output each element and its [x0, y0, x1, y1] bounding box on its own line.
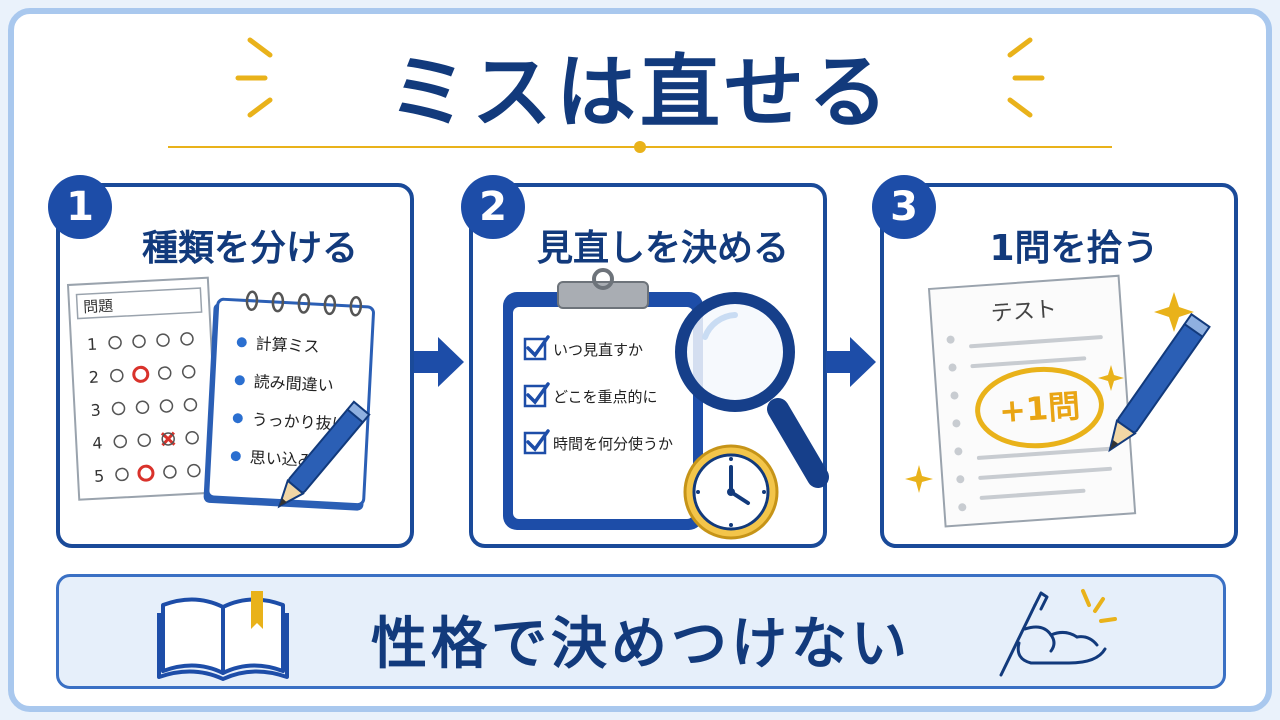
ray-left-1 [247, 37, 273, 58]
title-decoration [168, 37, 1112, 153]
bottom-message: 性格で決めつけない [371, 612, 911, 677]
svg-text:うっかり抜け: うっかり抜け [251, 410, 348, 434]
step-badge-2: 2 [461, 175, 525, 239]
step-title-1: 種類を分ける [141, 228, 358, 269]
mistake-circle-1 [132, 365, 150, 383]
svg-text:4: 4 [92, 433, 103, 453]
score-label: +1問 [998, 387, 1082, 431]
ray-right-3 [1007, 97, 1033, 118]
step-title-2: 見直しを決める [536, 228, 789, 269]
step-card-1: 1 種類を分ける 問題 1 2 3 4 [48, 175, 414, 548]
arrow-icon-2 [826, 337, 876, 387]
step-title-3: 1問を拾う [989, 228, 1159, 269]
svg-text:計算ミス: 計算ミス [255, 334, 320, 356]
sparkle-icons [905, 292, 1194, 493]
clipboard-icon [503, 268, 703, 530]
ray-left-3 [247, 97, 273, 118]
step-2-illustration: いつ見直すか どこを重点的に 時間を何分使うか [503, 268, 829, 540]
notebook: 計算ミス 読み間違い うっかり抜け 思い込み [203, 290, 375, 511]
page-title: ミスは直せる [388, 46, 892, 139]
step-card-3: 3 1問を拾う テスト +1問 [872, 175, 1238, 548]
svg-text:5: 5 [94, 466, 105, 486]
title-underline-dot [634, 141, 646, 153]
test-paper: テスト +1問 [927, 274, 1137, 528]
checklist-item-1: いつ見直すか [553, 341, 643, 359]
checklist-item-2: どこを重点的に [553, 388, 658, 406]
step-3-illustration: テスト +1問 [905, 274, 1211, 528]
mistake-circle-2 [137, 464, 155, 482]
svg-text:3: 3 [90, 400, 101, 420]
sparkle-icon-3 [905, 465, 933, 493]
pencil-icon-2 [1108, 312, 1211, 453]
step-badge-1: 1 [48, 175, 112, 239]
row-numbers: 1 2 3 4 5 [87, 335, 105, 486]
bottom-banner: 性格で決めつけない [56, 574, 1226, 689]
step-1-illustration: 問題 1 2 3 4 5 [66, 276, 375, 511]
arrow-icon-1 [414, 337, 464, 387]
checklist-item-3: 時間を何分使うか [553, 435, 673, 453]
writing-hand-icon [999, 589, 1117, 677]
step-card-2: 2 見直しを決める いつ見直すか どこを重点的に 時間を何分使うか [461, 175, 829, 548]
sparkle-icon-2 [1098, 365, 1124, 391]
clock-icon [683, 444, 779, 540]
svg-text:1: 1 [87, 335, 98, 355]
step-badge-3: 3 [872, 175, 936, 239]
svg-text:思い込み: 思い込み [249, 448, 314, 470]
magnifier-icon [675, 292, 829, 488]
svg-text:2: 2 [88, 368, 99, 388]
svg-text:読み間違い: 読み間違い [253, 372, 334, 395]
notebook-items: 計算ミス 読み間違い うっかり抜け 思い込み [249, 334, 348, 470]
answer-sheet: 問題 1 2 3 4 5 [66, 276, 221, 501]
checklist: いつ見直すか どこを重点的に 時間を何分使うか [523, 335, 673, 455]
open-book-icon [157, 591, 289, 681]
pencil-icon [277, 400, 371, 509]
sheet-header: 問題 [83, 297, 114, 317]
sparkle-icon-1 [1154, 292, 1194, 332]
paper-title: テスト [990, 297, 1058, 327]
ray-right-1 [1007, 37, 1033, 58]
